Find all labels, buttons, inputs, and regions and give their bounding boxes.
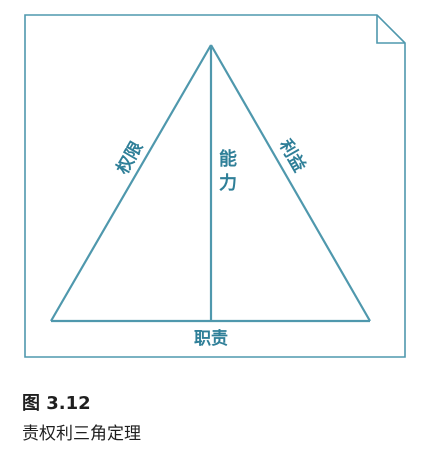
triangle-diagram: 权限 能 力 利益 职责 [24,14,406,358]
ability-label-bottom: 力 [219,173,237,194]
document-frame [24,14,406,358]
triangle-diagram-svg: 权限 能 力 利益 职责 [24,14,406,358]
triangle-right-side [210,44,371,322]
responsibility-label: 职责 [194,329,228,349]
ability-label-top: 能 [219,148,237,170]
figure-title: 责权利三角定理 [22,424,141,444]
triangle-left-side [50,44,212,322]
figure-number: 图 3.12 [22,393,91,414]
folded-corner-icon [376,15,405,44]
figure-caption: 图 3.12 责权利三角定理 [22,392,412,446]
